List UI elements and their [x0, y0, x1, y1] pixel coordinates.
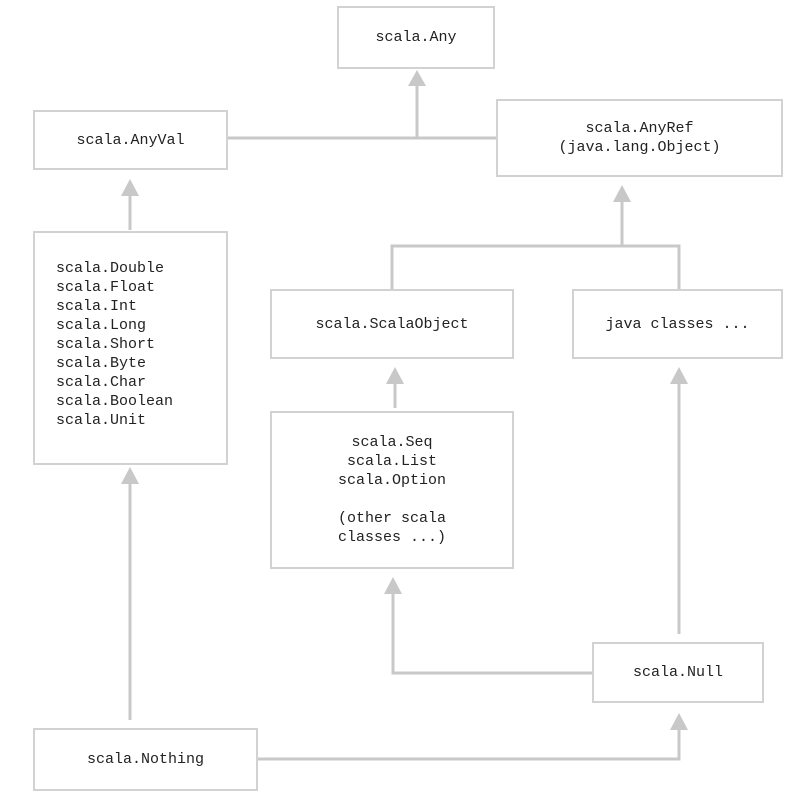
- node-text-line: scala.Seq: [351, 434, 433, 451]
- node-value-types: scala.Double scala.Float scala.Int scala.Lo…: [33, 231, 228, 465]
- node-text-line: java classes ...: [605, 315, 750, 333]
- connector-null-scalaclasses: [391, 594, 593, 675]
- node-scala-nothing: scala.Nothing: [33, 728, 258, 791]
- arrowhead-valtypes: [121, 467, 139, 484]
- connector-nothing-null: [257, 730, 681, 761]
- arrowhead-anyval: [121, 179, 139, 196]
- node-text-line: scala.AnyVal: [76, 131, 185, 149]
- arrowhead-any: [408, 70, 426, 86]
- node-text-line: classes ...): [337, 529, 447, 546]
- node-text-line: scala.Int: [56, 298, 138, 315]
- node-text-line: scala.AnyRef: [585, 120, 694, 137]
- arrowhead-scalaobject: [386, 367, 404, 384]
- node-text-line: scala.Long: [56, 317, 147, 334]
- node-text-line: scala.Char: [56, 374, 147, 391]
- node-text-line: scala.Byte: [56, 355, 147, 372]
- node-text-line: scala.Float: [56, 279, 156, 296]
- node-text-line: scala.List: [346, 453, 437, 470]
- node-text-line: scala.Double: [56, 260, 165, 277]
- arrowhead-javaclasses: [670, 367, 688, 384]
- node-scala-anyval: scala.AnyVal: [33, 110, 228, 170]
- arrowhead-null: [670, 713, 688, 730]
- node-java-classes: java classes ...: [572, 289, 783, 359]
- node-text-line: scala.Option: [337, 472, 447, 489]
- arrowhead-scalaclasses: [384, 577, 402, 594]
- arrowhead-anyref: [613, 185, 631, 202]
- node-text-line: scala.Unit: [56, 412, 147, 429]
- node-scala-scalaobject: scala.ScalaObject: [270, 289, 514, 359]
- node-scala-null: scala.Null: [592, 642, 764, 703]
- node-text-line: scala.Short: [56, 336, 156, 353]
- node-text-line: (other scala: [337, 510, 447, 527]
- node-text-line: [338, 490, 446, 509]
- node-text-line: scala.Nothing: [86, 751, 205, 768]
- node-scala-any: scala.Any: [337, 6, 495, 69]
- node-text-line: scala.Boolean: [56, 393, 174, 410]
- node-text-line: scala.Null: [632, 664, 723, 681]
- node-text-line: (java.lang.Object): [558, 139, 721, 156]
- node-scala-classes: scala.Seq scala.List scala.Option (other sc…: [270, 411, 514, 569]
- node-text-line: scala.ScalaObject: [315, 315, 469, 333]
- connector-scalaobject-anyref: [390, 244, 681, 290]
- node-text-line: scala.Any: [375, 29, 457, 46]
- node-scala-anyref: scala.AnyRef (java.lang.Object): [496, 99, 783, 177]
